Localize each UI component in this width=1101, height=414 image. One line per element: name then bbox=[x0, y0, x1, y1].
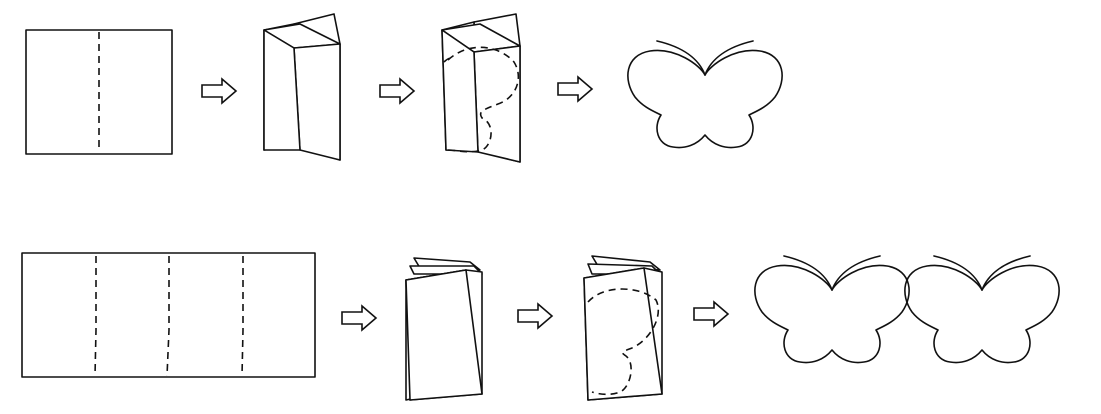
antenna bbox=[656, 40, 706, 76]
step-arrow-icon bbox=[341, 305, 377, 331]
step-arrow-icon bbox=[693, 301, 729, 327]
step-arrow-icon bbox=[379, 78, 415, 104]
row-2-folded-paper bbox=[405, 257, 483, 401]
row-2 bbox=[21, 252, 1060, 401]
step-arrow-icon bbox=[201, 78, 237, 104]
row-1-unfolded-paper bbox=[25, 29, 173, 155]
step-arrow-icon bbox=[557, 76, 593, 102]
row-1-traced-half-outline bbox=[441, 13, 521, 163]
antenna bbox=[831, 255, 881, 291]
antenna bbox=[981, 255, 1031, 291]
butterfly-right bbox=[904, 255, 1060, 364]
antenna bbox=[783, 255, 833, 291]
row-1-cut-butterfly bbox=[627, 40, 783, 149]
fold-line bbox=[241, 256, 244, 377]
fold-line bbox=[94, 256, 97, 377]
antenna bbox=[933, 255, 983, 291]
row-1 bbox=[25, 13, 783, 163]
row-1-folded-paper bbox=[263, 13, 341, 161]
row-2-unfolded-paper bbox=[21, 252, 316, 378]
fold-line bbox=[166, 256, 170, 377]
butterfly-left bbox=[754, 255, 910, 364]
row-2-cut-butterflies bbox=[754, 255, 1060, 364]
row-2-traced-half-outline bbox=[583, 255, 663, 401]
step-arrow-icon bbox=[517, 303, 553, 329]
antenna bbox=[704, 40, 754, 76]
